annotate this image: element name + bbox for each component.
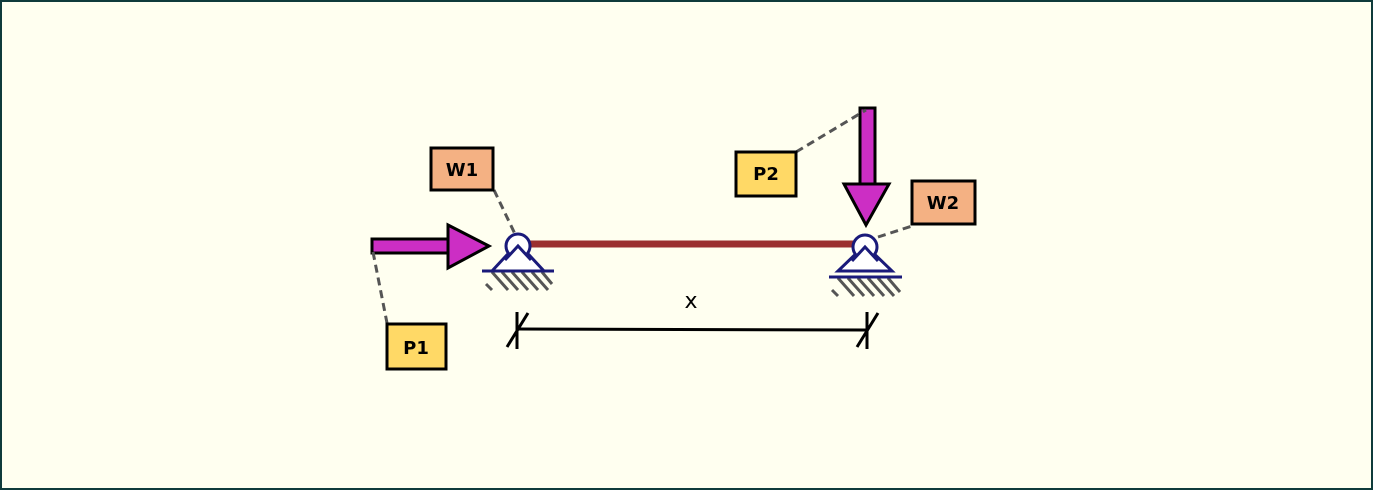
right-support xyxy=(829,233,902,298)
ground-hatch-left xyxy=(484,271,554,292)
span-dimension xyxy=(505,312,880,349)
left-support xyxy=(482,232,554,292)
leader-line-p2 xyxy=(795,108,867,154)
span-label: x xyxy=(684,289,697,314)
label-p2: P2 xyxy=(734,150,798,198)
load-arrow-p2 xyxy=(841,106,892,229)
label-p2-text: P2 xyxy=(753,164,779,185)
leader-line-w2 xyxy=(877,224,913,239)
ground-hatch-right xyxy=(830,277,902,298)
label-w2-text: W2 xyxy=(927,193,959,214)
load-arrow-p1 xyxy=(370,222,493,271)
leader-line-p1 xyxy=(371,251,389,324)
label-w1: W1 xyxy=(429,146,495,192)
leader-line-w1 xyxy=(492,189,517,235)
label-w2: W2 xyxy=(910,179,977,226)
label-w1-text: W1 xyxy=(446,160,478,181)
label-p1-text: P1 xyxy=(403,338,429,359)
label-p1: P1 xyxy=(385,322,448,371)
